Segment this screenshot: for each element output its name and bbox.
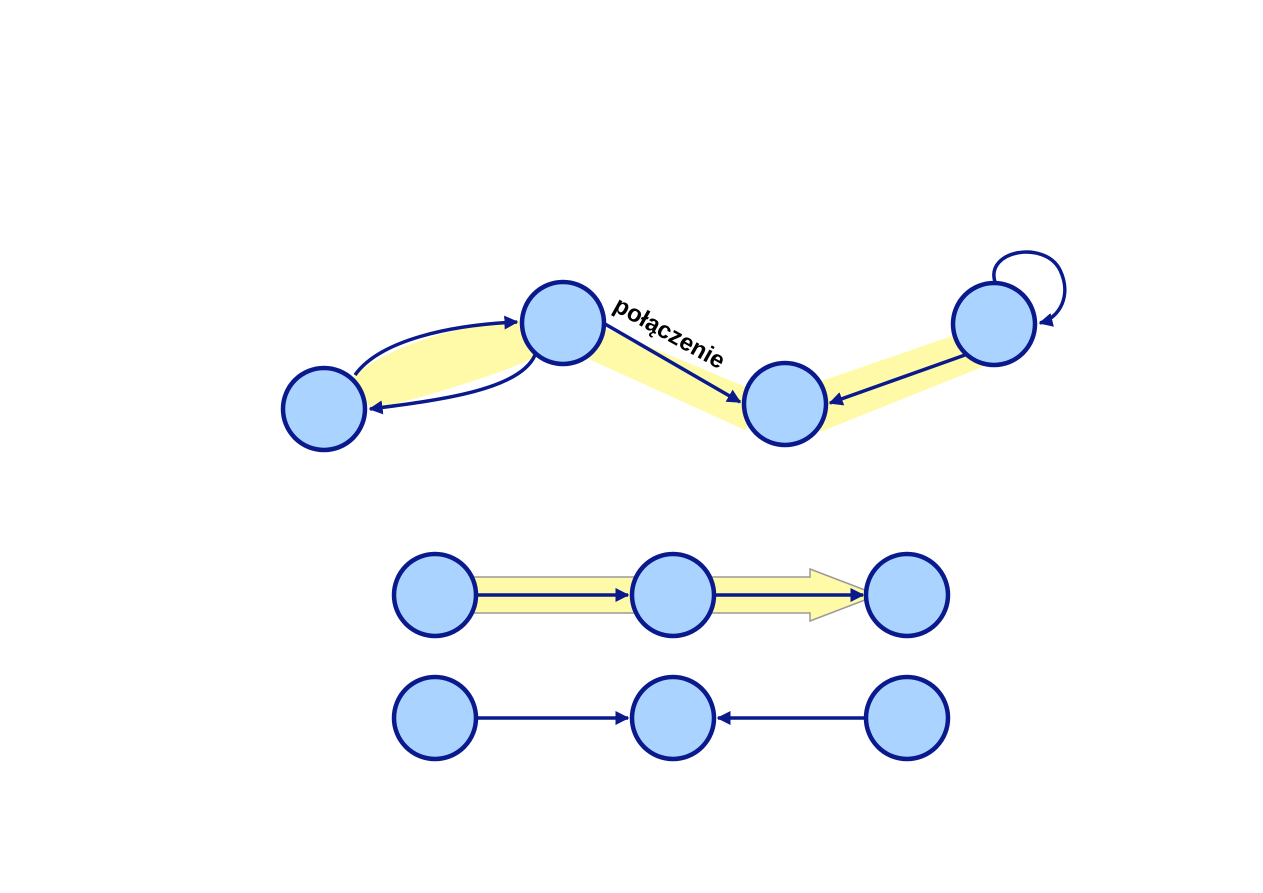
edge-node1-to-node2	[353, 315, 519, 377]
node-top-3	[741, 360, 829, 448]
node-middle-3	[863, 551, 951, 639]
edge-node2-to-node3	[604, 322, 742, 404]
edge-node4-to-node3	[828, 353, 966, 406]
node-top-1	[280, 365, 368, 453]
node-bottom-2	[629, 674, 717, 762]
node-top-2	[519, 279, 607, 367]
bottom-row	[391, 674, 951, 762]
node-bottom-1	[391, 674, 479, 762]
node-middle-2	[629, 551, 717, 639]
highlight-segment-3-4	[810, 328, 1000, 432]
middle-row	[391, 551, 951, 639]
node-top-4	[950, 280, 1038, 368]
highlight-segment-2-3	[580, 322, 765, 430]
path-highlight-top	[350, 320, 1000, 432]
edge-node4-self-loop	[992, 250, 1067, 327]
nodes-top	[280, 279, 1038, 453]
node-middle-1	[391, 551, 479, 639]
highlight-segment-1-2	[350, 320, 540, 410]
edge-node2-to-node1	[368, 354, 537, 415]
edges-top	[353, 250, 1067, 415]
node-bottom-3	[863, 674, 951, 762]
